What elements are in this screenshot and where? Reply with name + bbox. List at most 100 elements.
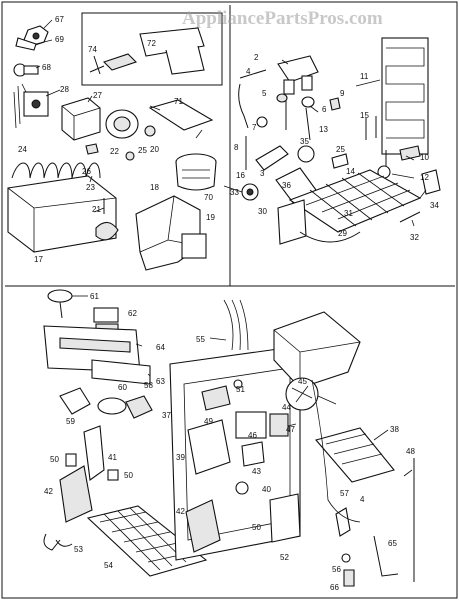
part-20-drawing <box>144 125 156 137</box>
callout-9: 9 <box>340 89 345 98</box>
part-42b-drawing <box>185 499 221 553</box>
part-49-drawing <box>201 385 231 411</box>
part-61-drawing <box>47 289 73 319</box>
dispenser-assembly <box>43 289 415 587</box>
part-28-drawing <box>13 83 49 129</box>
part-27-drawing <box>61 97 101 141</box>
callout-25-right: 25 <box>336 145 345 154</box>
part-65-drawing <box>373 535 399 577</box>
callout-15: 15 <box>360 111 369 120</box>
callout-22: 22 <box>110 147 119 156</box>
part-63-drawing <box>91 359 151 385</box>
part-45-drawing <box>285 377 319 411</box>
callout-24: 24 <box>18 145 27 154</box>
callout-40: 40 <box>262 485 271 494</box>
part-38-drawing <box>315 427 395 483</box>
part-4-wire <box>311 379 361 523</box>
callout-16: 16 <box>236 171 245 180</box>
water-tube <box>238 69 267 129</box>
callout-63: 63 <box>156 377 165 386</box>
part-56-drawing <box>341 553 351 563</box>
part-15-drawing <box>365 116 387 166</box>
callout-39: 39 <box>176 453 185 462</box>
callout-23: 23 <box>86 183 95 192</box>
callout-51: 51 <box>236 385 245 394</box>
callout-44: 44 <box>282 403 291 412</box>
callout-29: 29 <box>338 229 347 238</box>
part-70-drawing <box>175 153 217 191</box>
callout-52: 52 <box>280 553 289 562</box>
leader-lines <box>35 19 427 477</box>
part-22-drawing <box>105 109 139 139</box>
part-55-drawing <box>223 299 249 351</box>
callout-labels: 67 69 68 28 27 74 72 71 22 25 20 70 24 2… <box>18 15 439 592</box>
part-2-drawing <box>277 55 319 95</box>
callout-32: 32 <box>410 233 419 242</box>
callout-7: 7 <box>252 123 257 132</box>
part-11-drawing <box>381 37 429 155</box>
callout-50-mid: 50 <box>124 471 133 480</box>
callout-46: 46 <box>248 431 257 440</box>
callout-65: 65 <box>388 539 397 548</box>
callout-60: 60 <box>118 383 127 392</box>
callout-25: 25 <box>138 146 147 155</box>
part-32-drawing <box>399 211 421 223</box>
callout-42-left: 42 <box>44 487 53 496</box>
callout-17: 17 <box>34 255 43 264</box>
callout-31: 31 <box>344 209 353 218</box>
callout-47: 47 <box>286 425 295 434</box>
callout-55: 55 <box>196 335 205 344</box>
part-33-drawing <box>241 183 259 201</box>
callout-49: 49 <box>204 417 213 426</box>
part-72-drawing <box>139 27 205 75</box>
part-41-drawing <box>83 425 105 481</box>
part-64-drawing <box>43 325 141 373</box>
part-52-drawing <box>269 493 301 543</box>
part-9-drawing <box>329 97 341 111</box>
callout-35: 35 <box>300 137 309 146</box>
part-50-drawing <box>65 453 77 467</box>
part-13-drawing <box>285 100 311 141</box>
callout-57: 57 <box>340 489 349 498</box>
callout-4: 4 <box>246 67 251 76</box>
callout-14: 14 <box>346 167 355 176</box>
callout-8: 8 <box>234 143 239 152</box>
part-57-drawing <box>335 507 351 537</box>
callout-38: 38 <box>390 425 399 434</box>
callout-72: 72 <box>147 39 156 48</box>
callout-53: 53 <box>74 545 83 554</box>
callout-59: 59 <box>66 417 75 426</box>
icemaker-assembly <box>7 25 217 271</box>
callout-48: 48 <box>406 447 415 456</box>
part-69-drawing <box>15 37 37 51</box>
part-26-drawing <box>85 143 99 155</box>
callout-4-bottom: 4 <box>360 495 365 504</box>
callout-62: 62 <box>128 309 137 318</box>
callout-21: 21 <box>92 205 101 214</box>
callout-66: 66 <box>330 583 339 592</box>
callout-6: 6 <box>322 105 327 114</box>
part-5-drawing <box>276 93 288 103</box>
part-14-drawing <box>331 153 349 169</box>
callout-30: 30 <box>258 207 267 216</box>
part-35-drawing <box>297 145 315 163</box>
callout-26: 26 <box>82 167 91 176</box>
callout-34: 34 <box>430 201 439 210</box>
part-50b-drawing <box>107 469 119 481</box>
callout-43: 43 <box>252 467 261 476</box>
part-39-drawing <box>187 419 231 475</box>
part-25-drawing <box>125 151 135 161</box>
callout-58: 58 <box>144 381 153 390</box>
callout-50-right: 50 <box>252 523 261 532</box>
callout-45: 45 <box>298 377 307 386</box>
part-66-drawing <box>343 569 355 587</box>
part-18-drawing <box>135 195 201 271</box>
part-17-drawing <box>7 175 119 253</box>
ice-tray-assembly <box>238 37 441 245</box>
part-68-drawing <box>13 63 39 77</box>
part-29-drawing <box>299 231 361 243</box>
part-53-drawing <box>43 533 73 551</box>
part-19-drawing <box>181 233 207 259</box>
part-6-drawing <box>301 96 315 108</box>
